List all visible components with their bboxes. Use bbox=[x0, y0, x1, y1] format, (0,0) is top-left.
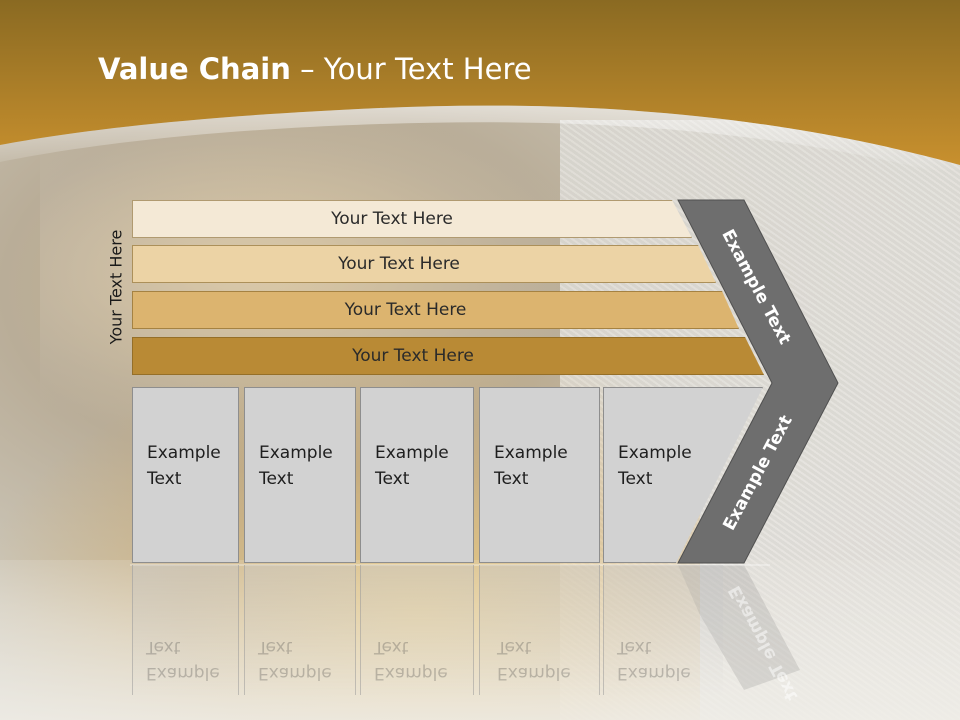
reflection-text-2: Example Text bbox=[258, 637, 332, 683]
reflection-text-4: Example Text bbox=[497, 637, 571, 683]
box-1-line1: Example bbox=[147, 443, 221, 463]
title-rest: – Your Text Here bbox=[290, 52, 532, 86]
bottom-fade bbox=[0, 560, 960, 720]
bar-2: Your Text Here bbox=[132, 245, 716, 283]
bar-2-label: Your Text Here bbox=[338, 254, 460, 274]
reflection-box-2 bbox=[244, 565, 356, 695]
box-4-line2: Text bbox=[494, 469, 529, 489]
bar-3: Your Text Here bbox=[132, 291, 739, 329]
box-2-line1: Example bbox=[259, 443, 333, 463]
box-2: Example Text bbox=[244, 387, 356, 563]
box-3-line2: Text bbox=[375, 469, 410, 489]
reflection-box-3 bbox=[360, 565, 474, 695]
bar-1: Your Text Here bbox=[132, 200, 692, 238]
box-5-line1: Example bbox=[618, 443, 692, 463]
title-bold: Value Chain bbox=[98, 52, 291, 86]
reflection-box-4 bbox=[479, 565, 600, 695]
box-5-line2: Text bbox=[618, 469, 653, 489]
reflection-box-1 bbox=[132, 565, 239, 695]
box-4: Example Text bbox=[479, 387, 600, 563]
box-1-line2: Text bbox=[147, 469, 182, 489]
reflection-text-3: Example Text bbox=[374, 637, 448, 683]
reflection-text-1: Example Text bbox=[146, 637, 220, 683]
box-2-line2: Text bbox=[259, 469, 294, 489]
bar-3-label: Your Text Here bbox=[344, 300, 467, 320]
box-1: Example Text bbox=[132, 387, 239, 563]
slide-title: Value Chain – Your Text Here bbox=[98, 52, 532, 86]
box-3: Example Text bbox=[360, 387, 474, 563]
box-3-line1: Example bbox=[375, 443, 449, 463]
reflection-box-5 bbox=[603, 565, 723, 695]
bar-1-label: Your Text Here bbox=[331, 209, 453, 229]
bar-4: Your Text Here bbox=[132, 337, 764, 375]
bar-4-label: Your Text Here bbox=[352, 346, 474, 366]
box-4-line1: Example bbox=[494, 443, 568, 463]
header-band bbox=[0, 0, 960, 170]
reflection-text-5: Example Text bbox=[617, 637, 691, 683]
